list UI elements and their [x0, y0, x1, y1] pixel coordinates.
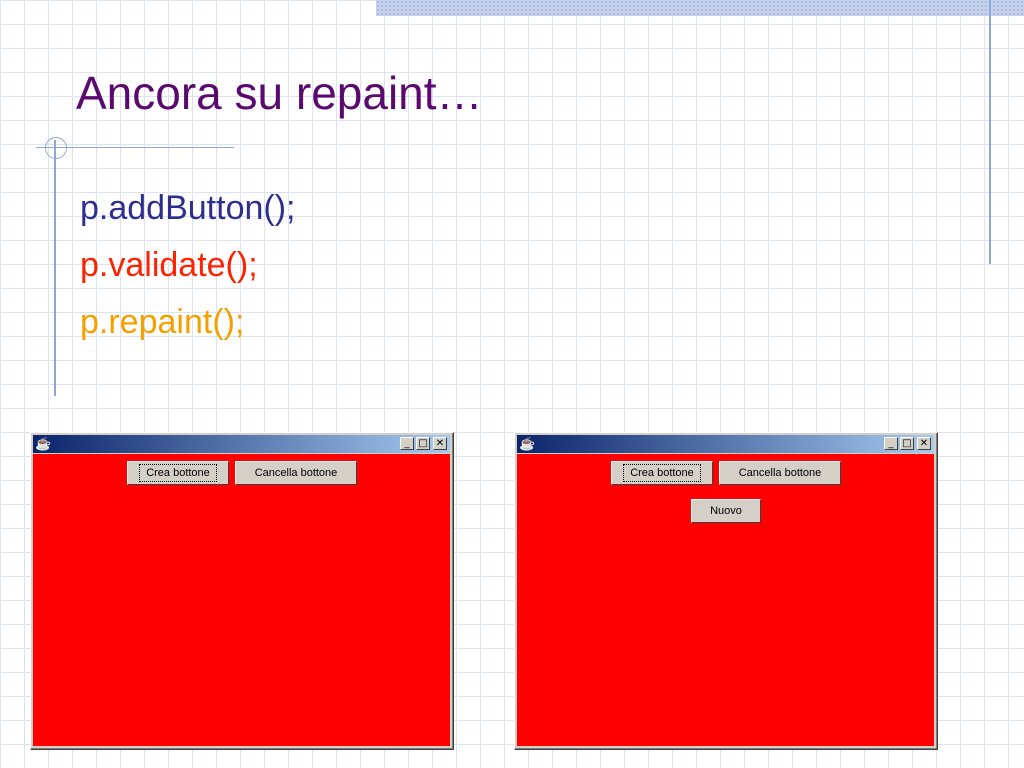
- maximize-button[interactable]: □: [416, 437, 430, 450]
- cancella-bottone-button[interactable]: Cancella bottone: [235, 461, 357, 485]
- cancella-bottone-button[interactable]: Cancella bottone: [719, 461, 841, 485]
- crea-bottone-button[interactable]: Crea bottone: [611, 461, 713, 485]
- crea-bottone-button[interactable]: Crea bottone: [127, 461, 229, 485]
- crea-bottone-label: Crea bottone: [139, 464, 217, 482]
- java-cup-icon: ☕: [519, 436, 536, 451]
- window-titlebar[interactable]: ☕ _ □ ✕: [33, 435, 450, 453]
- decorative-left-rule: [54, 140, 56, 396]
- maximize-button[interactable]: □: [900, 437, 914, 450]
- close-button[interactable]: ✕: [433, 437, 447, 450]
- title-underline: [36, 147, 234, 148]
- nuovo-button[interactable]: Nuovo: [691, 499, 761, 523]
- code-line-add-button: p.addButton();: [80, 189, 296, 227]
- red-panel: Crea bottone Cancella bottone Nuovo: [517, 454, 934, 746]
- decorative-circle: [45, 137, 67, 159]
- java-cup-icon: ☕: [35, 436, 52, 451]
- slide-title: Ancora su repaint…: [76, 67, 483, 119]
- window-titlebar[interactable]: ☕ _ □ ✕: [517, 435, 934, 453]
- decorative-right-rule: [989, 0, 991, 264]
- code-list: p.addButton(); p.validate(); p.repaint()…: [80, 180, 295, 351]
- close-button[interactable]: ✕: [917, 437, 931, 450]
- decorative-top-band: [376, 0, 1024, 16]
- minimize-button[interactable]: _: [884, 437, 898, 450]
- code-line-repaint: p.repaint();: [80, 303, 245, 341]
- crea-bottone-label: Crea bottone: [623, 464, 701, 482]
- java-window-before: ☕ _ □ ✕ Crea bottone Cancella bottone: [30, 432, 454, 750]
- minimize-button[interactable]: _: [400, 437, 414, 450]
- code-line-validate: p.validate();: [80, 246, 258, 284]
- java-window-after: ☕ _ □ ✕ Crea bottone Cancella bottone Nu…: [514, 432, 938, 750]
- red-panel: Crea bottone Cancella bottone: [33, 454, 450, 746]
